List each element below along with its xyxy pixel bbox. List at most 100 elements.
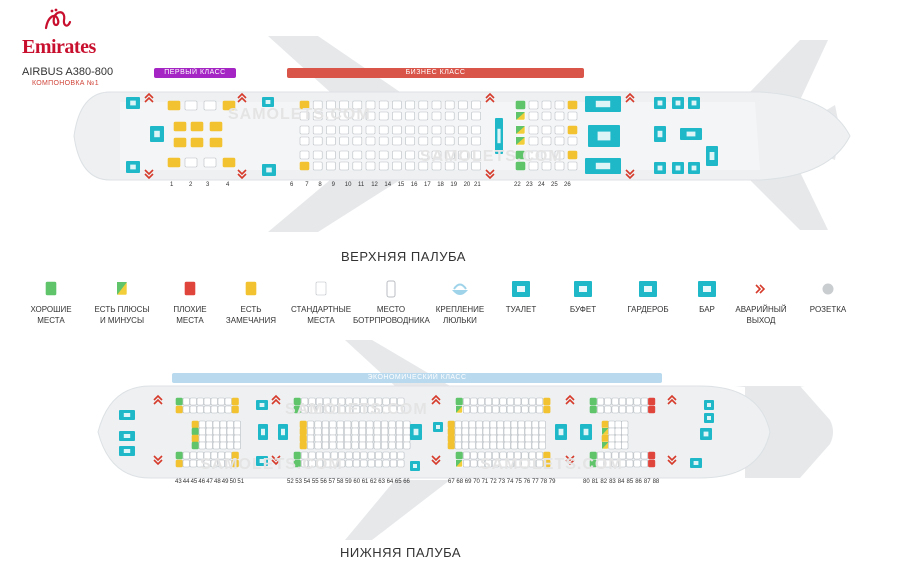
seat xyxy=(307,420,315,429)
seat xyxy=(293,459,301,468)
seat xyxy=(358,441,367,450)
galley-icon-glyph xyxy=(497,128,501,144)
seat xyxy=(418,100,429,110)
row-number: 54 xyxy=(303,479,311,485)
seat xyxy=(205,441,213,450)
seat xyxy=(506,451,514,460)
seat xyxy=(431,125,442,135)
row-number: 83 xyxy=(609,479,616,485)
emergency-exit-icon xyxy=(431,455,441,466)
seat xyxy=(375,459,383,468)
seat xyxy=(405,150,415,160)
seat xyxy=(299,125,310,135)
seat xyxy=(506,459,514,468)
galley-icon xyxy=(574,281,592,297)
seat xyxy=(524,434,532,443)
seat xyxy=(431,161,442,171)
seat xyxy=(312,136,323,146)
row-number: 9 xyxy=(331,182,335,188)
seat xyxy=(190,137,204,148)
row-number: 18 xyxy=(437,182,444,188)
seat xyxy=(395,441,404,450)
seat xyxy=(217,405,225,414)
seat xyxy=(198,441,206,450)
seat xyxy=(312,111,323,121)
seat xyxy=(191,441,199,450)
seat xyxy=(375,397,383,406)
watermark: SAMOLETS.COM xyxy=(200,456,343,473)
row-number: 48 xyxy=(214,479,221,485)
seat xyxy=(184,157,198,168)
seat xyxy=(538,434,546,443)
row-number: 2 xyxy=(189,182,193,188)
seat xyxy=(358,420,367,429)
seat xyxy=(373,427,381,436)
seat xyxy=(389,405,398,414)
row-number: 14 xyxy=(384,182,392,188)
seat xyxy=(173,121,187,132)
toilet-icon xyxy=(512,281,530,297)
seat xyxy=(528,100,539,110)
seat xyxy=(190,121,204,132)
upper-deck-title: ВЕРХНЯЯ ПАЛУБА xyxy=(341,249,466,264)
seat xyxy=(489,420,497,429)
aircraft-model: AIRBUS A380-800 xyxy=(22,66,114,78)
seat xyxy=(458,150,468,160)
galley-icon-glyph xyxy=(595,162,611,170)
emergency-exit-icon xyxy=(667,455,677,466)
seat xyxy=(299,100,310,110)
seat xyxy=(499,451,507,460)
seat xyxy=(604,451,612,460)
business-class-bar: БИЗНЕС КЛАСС xyxy=(287,68,584,78)
seat xyxy=(528,405,536,414)
emergency-exit-icon xyxy=(565,455,575,466)
seat xyxy=(531,427,539,436)
seat xyxy=(210,397,218,406)
toilet-icon-glyph xyxy=(657,130,663,138)
seat xyxy=(308,405,316,414)
seat xyxy=(352,451,361,460)
seat xyxy=(567,125,578,135)
seat xyxy=(431,136,442,146)
legend-item-bad: ПЛОХИЕ МЕСТА xyxy=(152,280,228,326)
seat xyxy=(614,434,622,443)
seat xyxy=(444,125,455,135)
row-number: 26 xyxy=(564,182,571,188)
seat xyxy=(455,397,463,406)
seat xyxy=(210,451,218,460)
seat xyxy=(330,397,338,406)
seat xyxy=(360,405,368,414)
seat xyxy=(514,459,522,468)
seat xyxy=(307,427,315,436)
seat xyxy=(312,150,323,160)
seat xyxy=(308,397,316,406)
seat xyxy=(405,161,415,171)
row-number: 59 xyxy=(345,479,352,485)
wardrobe-icon-glyph xyxy=(709,152,715,160)
seat xyxy=(499,405,507,414)
seat xyxy=(321,434,330,443)
seat xyxy=(604,459,612,468)
seat xyxy=(515,150,526,160)
row-number: 63 xyxy=(378,479,385,485)
row-number: 12 xyxy=(371,182,378,188)
row-number: 68 xyxy=(456,479,464,485)
galley-icon-glyph xyxy=(266,167,272,173)
galley-icon-glyph xyxy=(154,130,160,138)
seat xyxy=(403,427,411,436)
seat xyxy=(633,397,641,406)
seat xyxy=(471,100,481,110)
seat xyxy=(403,441,411,450)
seat xyxy=(454,427,462,436)
seat xyxy=(314,427,322,436)
seat xyxy=(461,420,469,429)
seat xyxy=(618,397,627,406)
row-number: 65 xyxy=(394,479,402,485)
row-number: 22 xyxy=(514,182,521,188)
row-number: 44 xyxy=(182,479,190,485)
seat xyxy=(382,451,390,460)
seat xyxy=(345,397,353,406)
seat xyxy=(567,111,578,121)
seat xyxy=(351,441,359,450)
seat xyxy=(233,420,241,429)
